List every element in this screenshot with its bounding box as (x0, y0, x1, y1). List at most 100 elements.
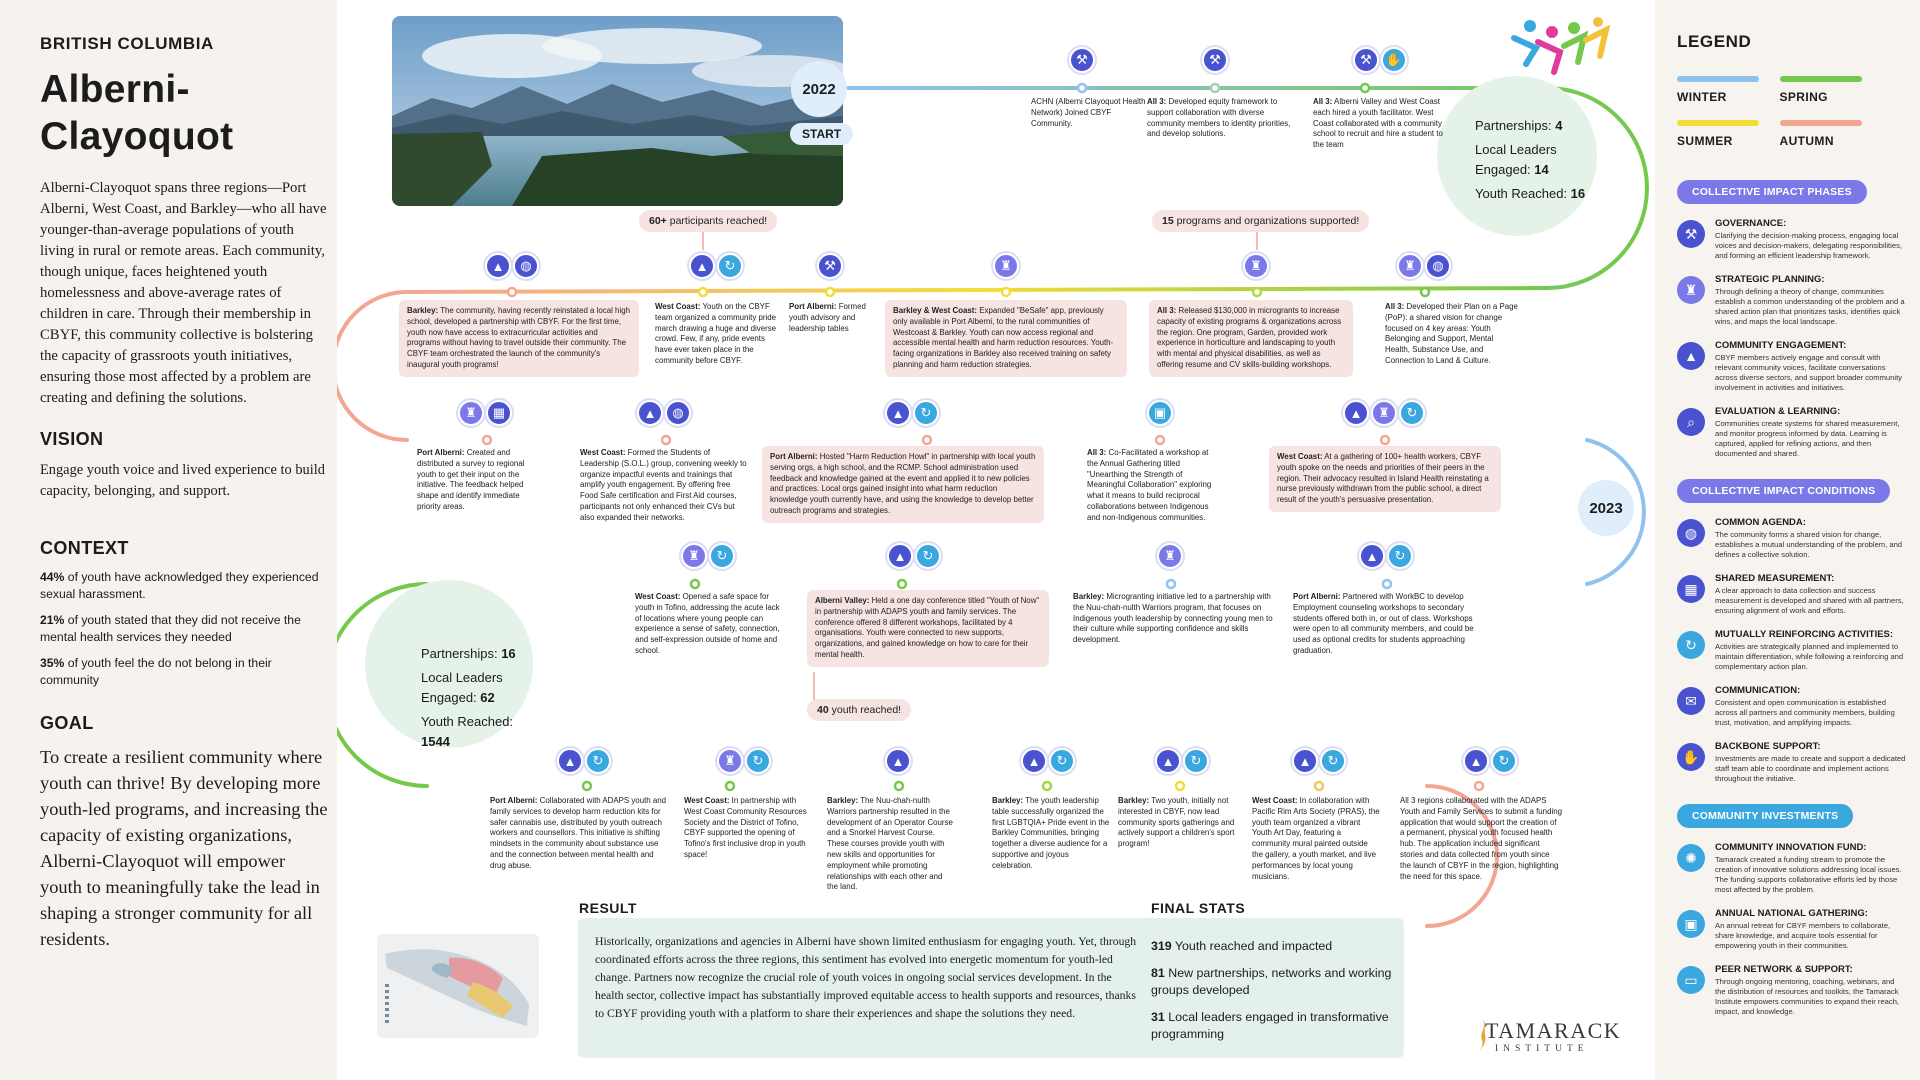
chip-text: programs and organizations supported! (1173, 215, 1360, 227)
entry-lead: Port Alberni: (770, 452, 818, 461)
legend-title: COMMUNICATION: (1715, 685, 1801, 696)
circle-partnerships: Partnerships: 4 (1475, 116, 1597, 136)
entry-text: Youth on the CBYF team organized a commu… (655, 302, 777, 365)
chess-piece-icon: ♜ (717, 748, 743, 774)
circle-youth: Youth Reached: 16 (1475, 184, 1597, 204)
entry-text: ACHN (Alberni Clayoquot Health Network) … (1031, 97, 1146, 128)
timeline-entry: All 3: Alberni Valley and West Coast eac… (1313, 97, 1453, 151)
chip-num: 15 (1162, 215, 1174, 227)
timeline-entry: Port Alberni: Collaborated with ADAPS yo… (490, 796, 668, 872)
entry-text: Two youth, initially not interested in C… (1118, 796, 1235, 849)
legend-desc: Activities are strategically planned and… (1715, 642, 1904, 671)
entry-lead: All 3: (1157, 306, 1177, 315)
entry-text: Developed their Plan on a Page (PoP): a … (1385, 302, 1518, 365)
entry-lead: Port Alberni: (417, 448, 465, 457)
context-stat: 21% of youth stated that they did not re… (40, 612, 329, 646)
legend-title: COMMON AGENDA: (1715, 517, 1806, 528)
stat-pct: 44% (40, 570, 65, 584)
entry-text: Collaborated with ADAPS youth and family… (490, 796, 667, 870)
calendar-icon: ▣ (1677, 910, 1705, 938)
value: 1544 (421, 734, 450, 749)
arrows-icon: ↻ (1491, 748, 1517, 774)
arrows-icon: ↻ (1399, 400, 1425, 426)
entry-lead: All 3: (1087, 448, 1107, 457)
stat-text: of youth feel the do not belong in their… (40, 656, 272, 687)
timeline-entry: West Coast: Formed the Students of Leade… (580, 448, 748, 524)
stat-pct: 21% (40, 613, 65, 627)
entry-text: Co-Facilitated a workshop at the Annual … (1087, 448, 1212, 522)
goal-text: To create a resilient community where yo… (40, 747, 328, 949)
graduation-cap-icon: ▲ (885, 748, 911, 774)
legend-text: STRATEGIC PLANNING:Through defining a th… (1715, 274, 1906, 327)
timeline-entry: All 3: Developed their Plan on a Page (P… (1385, 302, 1519, 367)
entry-text: Hosted "Harm Reduction Howl" in partners… (770, 452, 1036, 515)
stat-text: of youth stated that they did not receiv… (40, 613, 301, 644)
entry-lead: Barkley: (1118, 796, 1150, 805)
graduation-cap-icon: ▲ (1292, 748, 1318, 774)
season-label: AUTUMN (1779, 134, 1834, 148)
entry-lead: Port Alberni: (490, 796, 538, 805)
graduation-cap-icon: ▲ (885, 400, 911, 426)
entry-text: Opened a safe space for youth in Tofino,… (635, 592, 780, 655)
chart-icon: ▦ (486, 400, 512, 426)
milestone-chip: 40 youth reached! (807, 699, 912, 721)
intro-text: Alberni-Clayoquot spans three regions—Po… (40, 180, 327, 406)
legend-desc: CBYF members actively engage and consult… (1715, 353, 1902, 392)
final-stat: 319 Youth reached and impacted (1151, 938, 1401, 955)
legend-title: STRATEGIC PLANNING: (1715, 274, 1825, 285)
entry-lead: West Coast: (1252, 796, 1298, 805)
season-winter: WINTER (1677, 76, 1780, 106)
stat-text: of youth have acknowledged they experien… (40, 570, 319, 601)
label: Youth Reached: (421, 714, 514, 729)
legend-desc: Consistent and open communication is est… (1715, 698, 1895, 727)
legend-desc: Tamarack created a funding stream to pro… (1715, 855, 1902, 894)
stat-pct: 35% (40, 656, 65, 670)
value: 16 (501, 646, 516, 661)
legend-title: MUTUALLY REINFORCING ACTIVITIES: (1715, 629, 1894, 640)
entry-text: In partnership with West Coast Community… (684, 796, 807, 859)
arrows-icon: ↻ (1049, 748, 1075, 774)
chess-piece-icon: ♜ (993, 253, 1019, 279)
start-label: START (790, 123, 854, 145)
timeline-entry: All 3: Developed equity framework to sup… (1147, 97, 1297, 140)
legend-text: ANNUAL NATIONAL GATHERING:An annual retr… (1715, 908, 1906, 951)
milestone-chip: 60+ participants reached! (639, 210, 778, 232)
stats-circle-2023: Partnerships: 16 Local Leaders Engaged: … (365, 580, 533, 749)
final-stat: 81 New partnerships, networks and workin… (1151, 965, 1401, 999)
result-box (578, 918, 1404, 1058)
chip-num: 40 (817, 704, 829, 716)
legend-text: BACKBONE SUPPORT:Investments are made to… (1715, 741, 1906, 784)
timeline-entry: Port Alberni: Formed youth advisory and … (789, 302, 874, 334)
timeline-entry: Port Alberni: Partnered with WorkBC to d… (1293, 592, 1483, 657)
graduation-cap-icon: ▲ (557, 748, 583, 774)
entry-lead: Barkley: (992, 796, 1024, 805)
arrows-icon: ↻ (1677, 631, 1705, 659)
title-line-1: Alberni- (40, 68, 190, 111)
context-stat: 44% of youth have acknowledged they expe… (40, 569, 329, 603)
value: 62 (480, 690, 495, 705)
context-stat: 35% of youth feel the do not belong in t… (40, 655, 329, 689)
legend-item: ✺COMMUNITY INNOVATION FUND:Tamarack crea… (1677, 842, 1906, 895)
timeline-entry: West Coast: Youth on the CBYF team organ… (655, 302, 779, 367)
graduation-cap-icon: ▲ (1155, 748, 1181, 774)
timeline-entry: ACHN (Alberni Clayoquot Health Network) … (1031, 97, 1149, 129)
arrows-icon: ↻ (1320, 748, 1346, 774)
entry-text: All 3 regions collaborated with the ADAP… (1400, 796, 1562, 881)
legend-title: BACKBONE SUPPORT: (1715, 741, 1821, 752)
timeline-entry: All 3 regions collaborated with the ADAP… (1400, 796, 1562, 882)
region-map (377, 934, 539, 1038)
legend-text: COMMUNITY ENGAGEMENT:CBYF members active… (1715, 340, 1906, 393)
legend-desc: Communities create systems for shared me… (1715, 419, 1900, 458)
entry-lead: West Coast: (655, 302, 701, 311)
globe-icon: ◍ (513, 253, 539, 279)
globe-icon: ◍ (665, 400, 691, 426)
context-heading: CONTEXT (40, 538, 129, 558)
chip-num: 60+ (649, 215, 667, 227)
arrows-icon: ↻ (709, 543, 735, 569)
entry-lead: All 3: (1313, 97, 1333, 106)
handshake-icon: ✋ (1677, 743, 1705, 771)
entry-text: In collaboration with Pacific Rim Arts S… (1252, 796, 1380, 881)
result-section: RESULT (579, 900, 1143, 922)
hammer-icon: ⚒ (817, 253, 843, 279)
legend-item: ↻ MUTUALLY REINFORCING ACTIVITIES: Activit… (1677, 629, 1906, 672)
